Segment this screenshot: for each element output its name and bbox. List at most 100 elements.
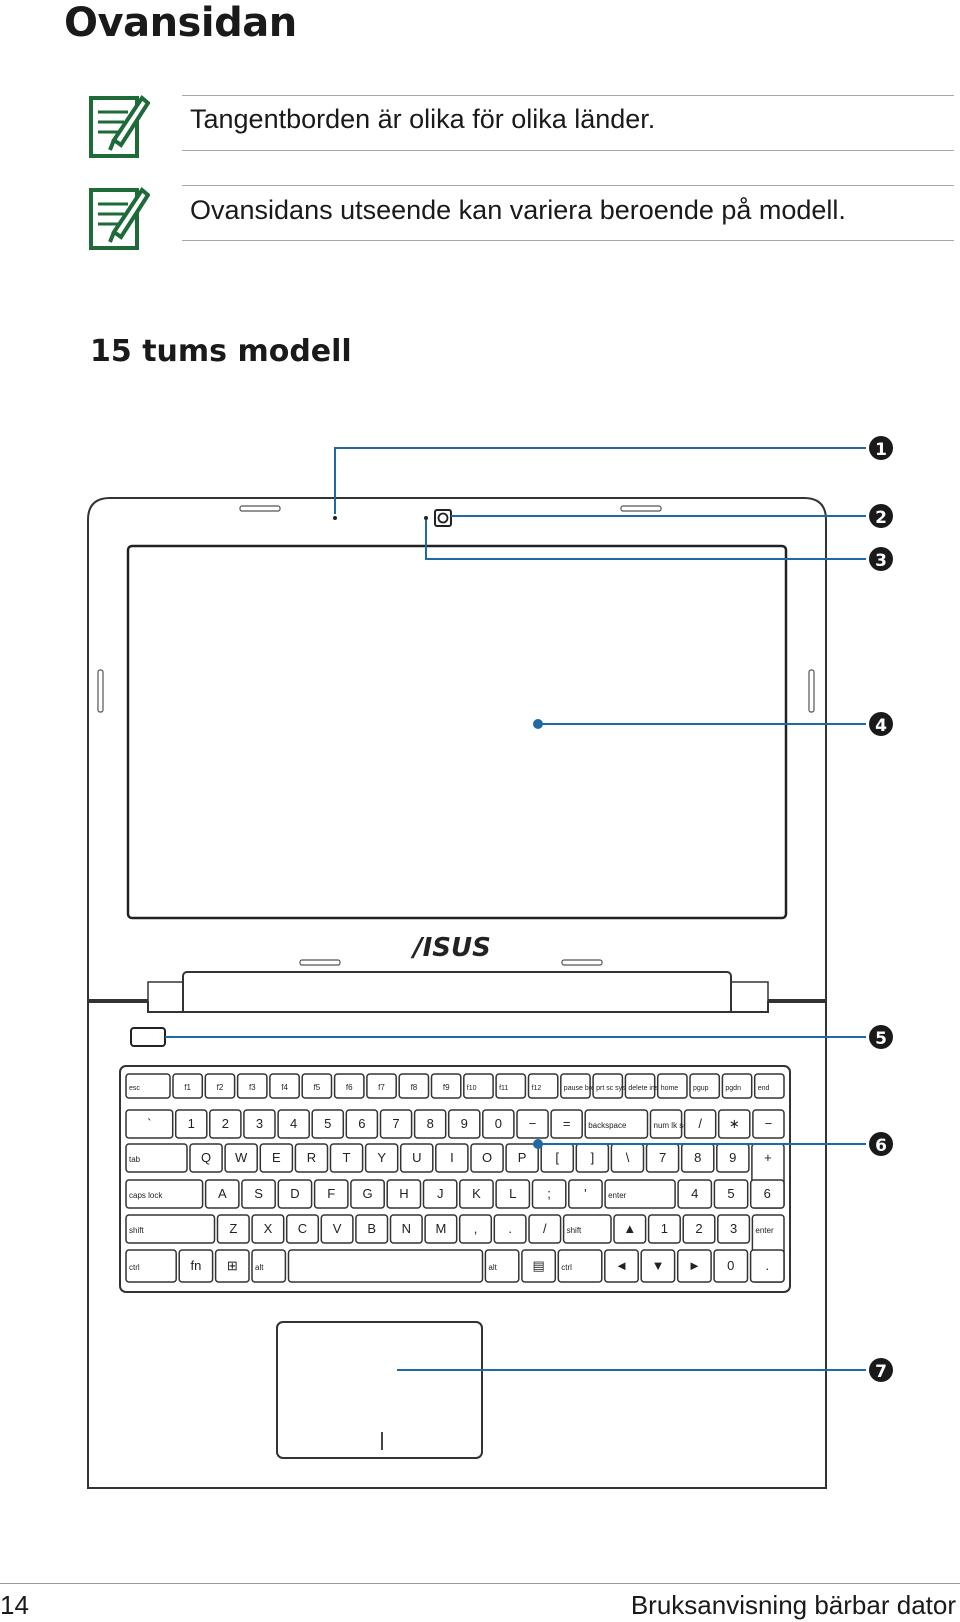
power-button	[130, 1027, 166, 1047]
key-label: shift	[129, 1226, 144, 1235]
keyboard-key: prt sc sysrq	[592, 1073, 632, 1099]
key-label: ]	[591, 1150, 595, 1165]
key-label: 8	[427, 1116, 434, 1131]
key-label: L	[509, 1186, 516, 1201]
keyboard-key: .	[749, 1249, 785, 1283]
keyboard-key: D	[277, 1179, 313, 1209]
key-label: alt	[488, 1263, 497, 1272]
note-text: Ovansidans utseende kan variera beroende…	[190, 195, 846, 225]
keyboard-key: pause break	[560, 1073, 603, 1099]
key-label: f3	[249, 1083, 256, 1092]
key-label: f12	[532, 1085, 542, 1092]
key-label: K	[472, 1186, 481, 1201]
key-label: f7	[378, 1083, 385, 1092]
key-label: tab	[129, 1155, 141, 1164]
keyboard-key: P	[505, 1143, 539, 1173]
svg-text:5: 5	[875, 1029, 887, 1049]
keyboard-key: pgup	[689, 1073, 721, 1099]
key-label: \	[626, 1150, 630, 1165]
key-label: 8	[694, 1150, 701, 1165]
display-panel	[126, 544, 788, 920]
keyboard-key: caps lock	[125, 1179, 204, 1209]
key-label: pause break	[564, 1085, 603, 1092]
keyboard-key: K	[459, 1179, 494, 1209]
keyboard-key: 3	[717, 1214, 751, 1244]
key-label: enter	[608, 1191, 627, 1200]
key-label: ctrl	[561, 1263, 572, 1272]
key-label: W	[235, 1150, 248, 1165]
keyboard-key: pgdn	[721, 1073, 753, 1099]
key-label: f4	[281, 1083, 288, 1092]
keyboard-key: f7	[366, 1073, 397, 1099]
keyboard-key: delete insert	[624, 1073, 667, 1099]
keyboard-key: [	[540, 1143, 575, 1173]
key-label: −	[529, 1116, 537, 1131]
keyboard-key: home	[656, 1073, 688, 1099]
keyboard-key: 6	[749, 1179, 785, 1209]
keyboard-key: 1	[174, 1109, 208, 1139]
keyboard-key: 5	[311, 1109, 345, 1139]
keyboard-key: fn	[178, 1249, 214, 1283]
keyboard-key: num lk scr lk	[649, 1109, 699, 1139]
callout-badge-5: 5	[869, 1025, 893, 1049]
section-title: 15 tums modell	[90, 334, 352, 369]
keyboard-key: ]	[575, 1143, 610, 1173]
key-label: V	[333, 1221, 342, 1236]
page-title: Ovansidan	[64, 0, 297, 46]
key-label: 1	[661, 1221, 668, 1236]
key-label: 7	[392, 1116, 399, 1131]
note-text: Tangentborden är olika för olika länder.	[190, 104, 656, 134]
keyboard-key: 0	[713, 1249, 749, 1283]
keyboard-key: ▲	[613, 1214, 647, 1244]
key-label: 2	[222, 1116, 229, 1131]
keyboard-key: S	[241, 1179, 276, 1209]
keyboard-key: 7	[645, 1143, 680, 1173]
keyboard-key: J	[422, 1179, 458, 1209]
key-label: O	[482, 1150, 492, 1165]
camera	[434, 509, 452, 527]
keyboard-key: shift	[125, 1214, 216, 1244]
key-label: ,	[474, 1221, 478, 1236]
key-label: f5	[314, 1083, 321, 1092]
key-label: enter	[755, 1226, 774, 1235]
key-label: .	[765, 1258, 769, 1273]
keyboard-key: f2	[204, 1073, 236, 1099]
svg-text:7: 7	[875, 1362, 887, 1382]
keyboard-key: −	[752, 1109, 785, 1139]
key-label: 9	[461, 1116, 468, 1131]
keyboard-key: T	[329, 1143, 364, 1173]
keyboard-key: ▤	[521, 1249, 557, 1283]
keyboard-key: 6	[345, 1109, 379, 1139]
keyboard-key: ▼	[640, 1249, 676, 1283]
keyboard-key: A	[204, 1179, 240, 1209]
key-label: shift	[567, 1226, 582, 1235]
keyboard-key: 8	[413, 1109, 447, 1139]
note-pencil-icon	[89, 187, 150, 250]
key-label: f10	[467, 1085, 477, 1092]
keyboard-key: alt	[251, 1249, 287, 1283]
keyboard-key: /	[683, 1109, 717, 1139]
microphone	[333, 516, 337, 520]
key-label: ◄	[615, 1258, 628, 1273]
callout-badge-4: 4	[869, 712, 893, 736]
note-divider-top	[182, 185, 954, 186]
keyboard-key: W	[224, 1143, 258, 1173]
key-label: f11	[499, 1085, 508, 1092]
key-label: 5	[324, 1116, 331, 1131]
key-label: U	[412, 1150, 421, 1165]
camera-indicator	[424, 516, 428, 520]
keyboard-key: backspace	[584, 1109, 649, 1139]
keyboard-key: f9	[430, 1073, 462, 1099]
key-label: f2	[217, 1083, 224, 1092]
key-label: 9	[729, 1150, 736, 1165]
callout-lines	[165, 447, 866, 1371]
keyboard-key: end	[753, 1073, 785, 1099]
keyboard-key: ◄	[604, 1249, 639, 1283]
callout-badge-1: 1	[869, 436, 893, 460]
keyboard-key: H	[386, 1179, 422, 1209]
key-label: X	[264, 1221, 273, 1236]
callout-badge-6: 6	[869, 1132, 893, 1156]
key-label: E	[272, 1150, 281, 1165]
key-label: Y	[377, 1150, 386, 1165]
keyboard-key: alt	[484, 1249, 520, 1283]
